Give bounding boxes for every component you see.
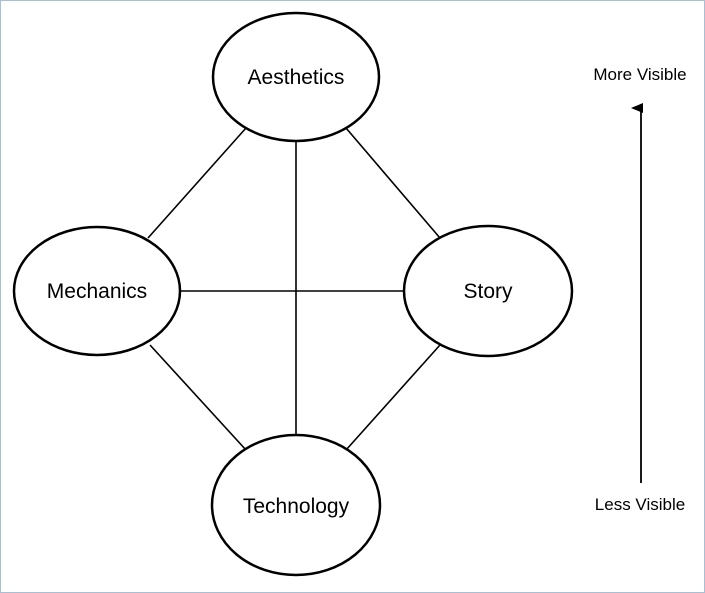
edge-mechanics-technology: [149, 344, 247, 451]
less-visible-label: Less Visible: [595, 495, 685, 514]
edge-aesthetics-story: [345, 127, 441, 239]
node-story: Story: [402, 224, 574, 358]
visibility-axis: More Visible Less Visible: [593, 65, 686, 514]
node-aesthetics-label: Aesthetics: [248, 66, 345, 89]
node-aesthetics: Aesthetics: [211, 11, 381, 143]
edge-aesthetics-mechanics: [147, 127, 247, 239]
more-visible-label: More Visible: [593, 65, 686, 84]
node-story-label: Story: [463, 280, 513, 303]
edge-story-technology: [345, 344, 441, 451]
node-aesthetics-ellipse: [211, 11, 381, 143]
node-mechanics: Mechanics: [12, 225, 182, 357]
node-technology: Technology: [210, 433, 382, 577]
node-mechanics-ellipse: [12, 225, 182, 357]
node-technology-ellipse: [210, 433, 382, 577]
node-mechanics-label: Mechanics: [47, 280, 147, 303]
node-technology-label: Technology: [243, 495, 350, 518]
edges-group: [147, 127, 441, 451]
node-story-ellipse: [402, 224, 574, 358]
